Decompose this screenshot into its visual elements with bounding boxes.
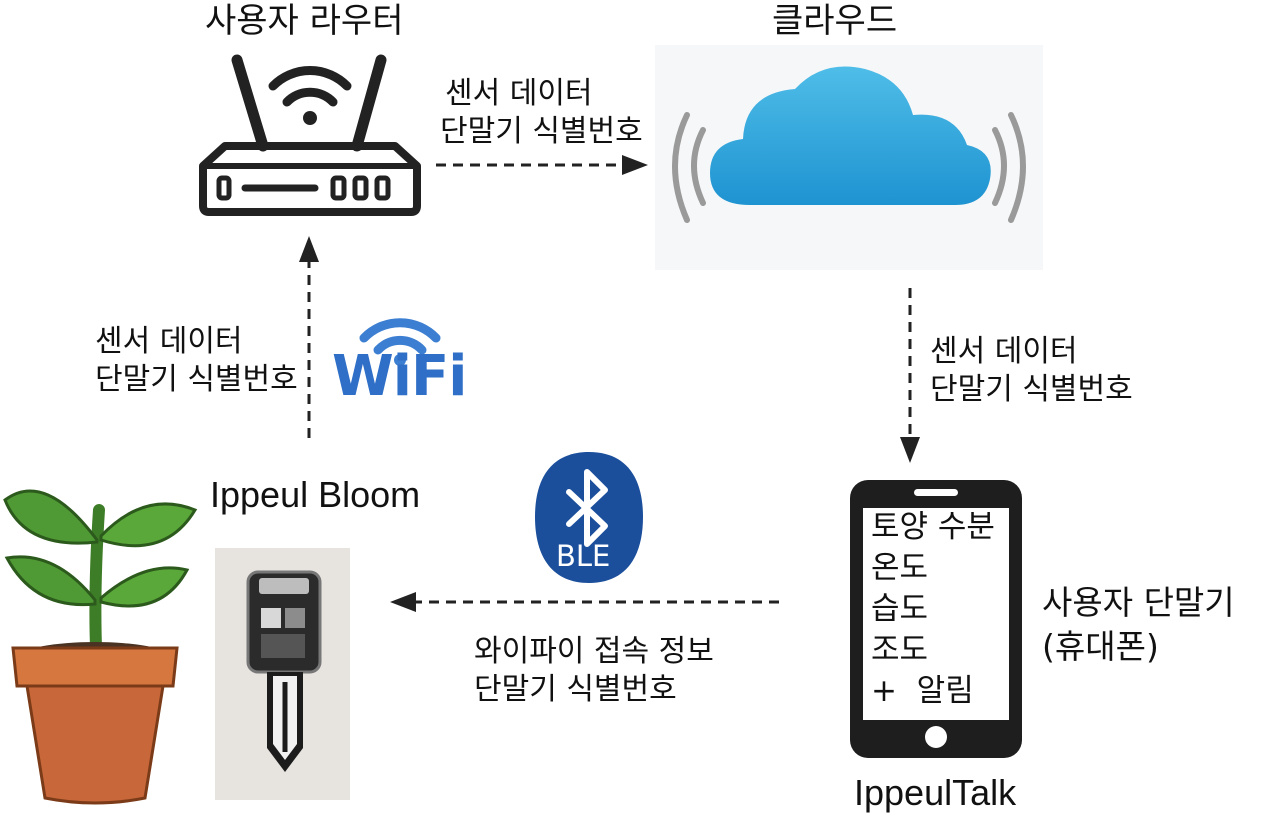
device-name: Ippeul Bloom — [210, 474, 421, 515]
arrow-cloud-to-phone — [900, 288, 920, 463]
bluetooth-icon — [535, 452, 643, 583]
phone-to-sensor-label-2: 단말기 식별번호 — [474, 672, 677, 707]
cloud-icon — [655, 45, 1043, 270]
phone-item-alert: + 알림 — [871, 673, 974, 709]
phone-item-light: 조도 — [871, 632, 929, 668]
phone-item-humidity: 습도 — [871, 591, 929, 627]
wifi-logo-icon — [359, 318, 441, 366]
phone-item-soil: 토양 수분 — [871, 509, 995, 545]
sensor-to-router-label-2: 단말기 식별번호 — [95, 362, 298, 397]
phone-item-temp: 온도 — [871, 550, 929, 586]
cloud-title: 클라우드 — [772, 1, 898, 41]
arrow-phone-to-sensor — [390, 592, 786, 612]
phone-to-sensor-label-1: 와이파이 접속 정보 — [474, 634, 714, 669]
arrow-router-to-cloud — [436, 155, 648, 175]
router-icon — [199, 54, 421, 216]
cloud-to-phone-label-1: 센서 데이터 — [930, 334, 1078, 369]
phone-label-1: 사용자 단말기 — [1042, 583, 1235, 622]
router-to-cloud-label-1: 센서 데이터 — [445, 76, 593, 111]
arrow-sensor-to-router — [299, 236, 319, 441]
phone-label-2: (휴대폰) — [1042, 627, 1159, 666]
sensor-to-router-label-1: 센서 데이터 — [95, 324, 243, 359]
cloud-to-phone-label-2: 단말기 식별번호 — [930, 372, 1133, 407]
phone-app-name: IppeulTalk — [854, 772, 1017, 813]
sensor-device-icon — [215, 548, 350, 800]
ble-logo-text: BLE — [556, 539, 611, 573]
wifi-logo-text: WiFi — [332, 344, 467, 409]
router-to-cloud-label-2: 단말기 식별번호 — [440, 114, 643, 149]
plant-pot-icon — [3, 489, 198, 805]
router-title: 사용자 라우터 — [205, 1, 404, 41]
phone-icon — [850, 480, 1022, 758]
